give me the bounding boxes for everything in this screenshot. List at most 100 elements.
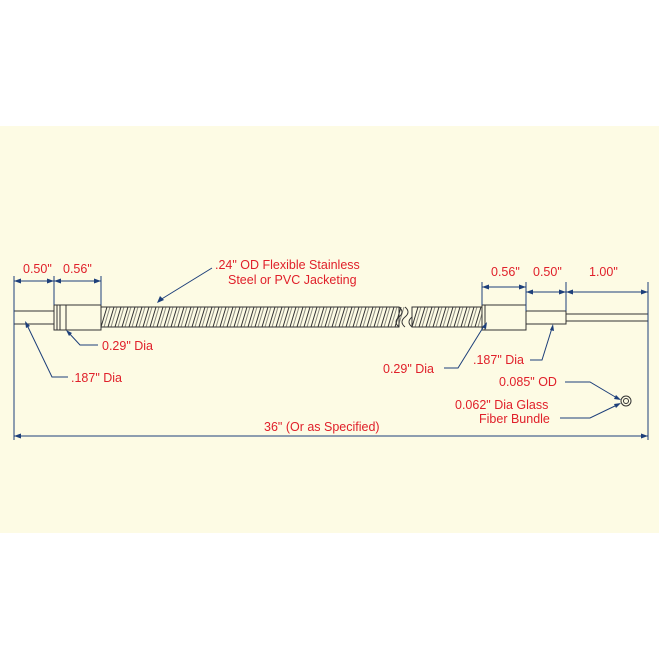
jacket-winding <box>233 306 241 328</box>
jacket-winding <box>149 306 157 328</box>
jacket-winding <box>324 306 332 328</box>
jacket-winding <box>261 306 269 328</box>
jacket-winding <box>467 306 475 328</box>
jacket-winding <box>254 306 262 328</box>
jacket-winding <box>306 306 314 328</box>
jacket-winding <box>187 306 195 328</box>
jacket-winding <box>425 306 433 328</box>
dimension-lines <box>13 276 649 440</box>
right-tip-dia-label: .187" Dia <box>473 353 524 367</box>
left-tip <box>13 310 55 325</box>
jacket-winding <box>163 306 171 328</box>
fiber-od-label: 0.085" OD <box>499 375 557 389</box>
jacket-winding <box>355 306 363 328</box>
fiber-bundle <box>565 313 649 322</box>
jacket-winding <box>205 306 213 328</box>
jacket-winding <box>184 306 192 328</box>
jacket-winding <box>460 306 468 328</box>
jacket-winding <box>177 306 185 328</box>
jacket-winding <box>278 306 286 328</box>
jacket-winding <box>156 306 164 328</box>
jacket-winding <box>219 306 227 328</box>
jacket-winding <box>331 306 339 328</box>
jacket-winding <box>421 306 429 328</box>
jacket-winding <box>173 306 181 328</box>
jacket-winding <box>432 306 440 328</box>
jacket-winding <box>201 306 209 328</box>
jacket-winding <box>359 306 367 328</box>
jacket-winding <box>257 306 265 328</box>
jacket-winding <box>285 306 293 328</box>
jacket-winding <box>435 306 443 328</box>
jacket-winding <box>135 306 143 328</box>
jacket-winding <box>100 306 108 328</box>
jacket-winding <box>152 306 160 328</box>
jacket-winding <box>327 306 335 328</box>
jacket-winding <box>414 306 422 328</box>
jacket-winding <box>145 306 153 328</box>
jacket-winding <box>338 306 346 328</box>
jacket-winding <box>456 306 464 328</box>
jacket-winding <box>170 306 178 328</box>
jacket-winding <box>313 306 321 328</box>
jacket-winding <box>366 306 374 328</box>
jacket-winding <box>390 306 398 328</box>
jacket-winding <box>215 306 223 328</box>
right-ferrule-dia-label: 0.29" Dia <box>383 362 434 376</box>
jacket-winding <box>250 306 258 328</box>
leader-lines <box>25 267 621 419</box>
jacket-winding <box>142 306 150 328</box>
left-tip-length-label: 0.50" <box>23 262 52 276</box>
jacket-winding <box>345 306 353 328</box>
jacket-note-line2: Steel or PVC Jacketing <box>228 273 357 287</box>
jacket-winding <box>449 306 457 328</box>
left-tip-dia-label: .187" Dia <box>71 371 122 385</box>
right-ferrule-length-label: 0.56" <box>491 265 520 279</box>
jacket-winding <box>439 306 447 328</box>
jacket-winding <box>369 306 377 328</box>
jacket-winding <box>159 306 167 328</box>
jacket-winding <box>373 306 381 328</box>
jacket-winding <box>212 306 220 328</box>
jacket-winding <box>418 306 426 328</box>
left-ferrule <box>53 304 102 331</box>
jacket-winding <box>352 306 360 328</box>
jacket-winding <box>334 306 342 328</box>
jacket-winding <box>428 306 436 328</box>
jacket-winding <box>128 306 136 328</box>
right-tip-length-label: 0.50" <box>533 265 562 279</box>
flexible-jacket-right <box>411 306 485 328</box>
right-tip <box>525 310 567 325</box>
jacket-winding <box>198 306 206 328</box>
flexible-jacket <box>100 306 405 328</box>
jacket-winding <box>103 306 111 328</box>
drawing-background <box>0 126 659 533</box>
jacket-winding <box>226 306 234 328</box>
fiber-end-view <box>620 395 632 407</box>
jacket-winding <box>383 306 391 328</box>
overall-length-label: 36" (Or as Specified) <box>264 420 380 434</box>
left-ferrule-dia-label: 0.29" Dia <box>102 339 153 353</box>
jacket-winding <box>264 306 272 328</box>
jacket-winding <box>240 306 248 328</box>
jacket-winding <box>229 306 237 328</box>
jacket-winding <box>166 306 174 328</box>
jacket-winding <box>236 306 244 328</box>
jacket-winding <box>247 306 255 328</box>
jacket-winding <box>271 306 279 328</box>
right-ferrule <box>481 304 527 331</box>
jacket-winding <box>114 306 122 328</box>
jacket-winding <box>131 306 139 328</box>
jacket-winding <box>453 306 461 328</box>
jacket-winding <box>310 306 318 328</box>
jacket-winding <box>296 306 304 328</box>
fiber-desc-line2: Fiber Bundle <box>479 412 550 426</box>
jacket-note-line1: .24" OD Flexible Stainless <box>215 258 360 272</box>
jacket-winding <box>121 306 129 328</box>
jacket-winding <box>222 306 230 328</box>
jacket-winding <box>289 306 297 328</box>
jacket-winding <box>320 306 328 328</box>
jacket-winding <box>341 306 349 328</box>
jacket-winding <box>470 306 478 328</box>
